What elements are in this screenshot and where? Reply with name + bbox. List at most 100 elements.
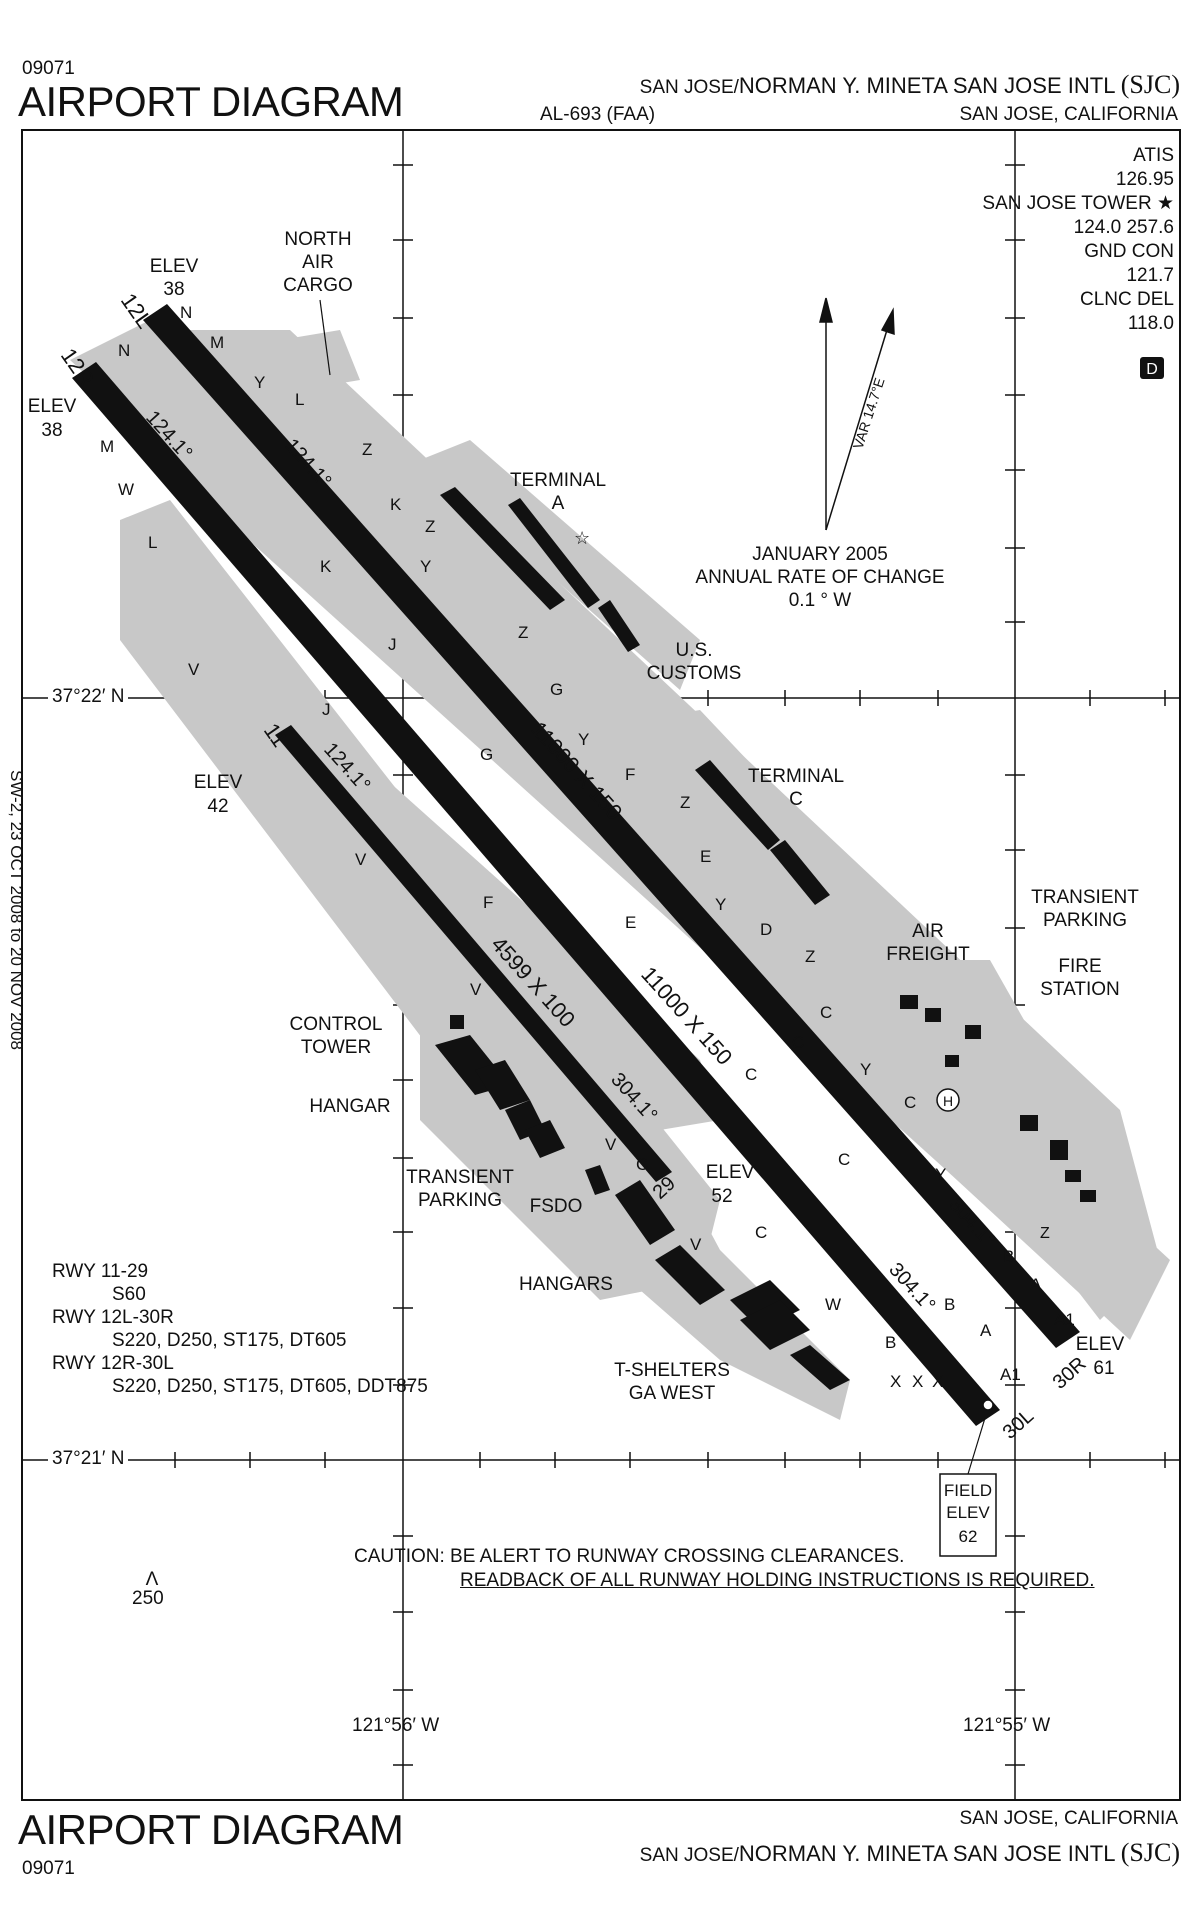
star-icon: ★ [1156, 193, 1174, 214]
elev-value-30R: 61 [1093, 1358, 1114, 1379]
caution-line-2: READBACK OF ALL RUNWAY HOLDING INSTRUCTI… [460, 1570, 1095, 1591]
field-elev-line2: ELEV [946, 1503, 990, 1522]
location: SAN JOSE, CALIFORNIA [959, 104, 1178, 125]
airspace-class-box [1140, 357, 1164, 379]
taxiway-X-1: X [890, 1372, 901, 1391]
airspace-class: D [1146, 361, 1158, 378]
north-air-cargo-3: CARGO [283, 275, 353, 296]
north-air-cargo-apron [280, 330, 360, 390]
taxiway-D-mid: C [792, 1033, 804, 1052]
field-elev-line1: FIELD [944, 1481, 992, 1500]
taxiway-A1-west: A1 [1000, 1365, 1021, 1384]
fire-station-building [945, 1055, 959, 1067]
taxiway-N-west: N [118, 341, 130, 360]
taxiway-Y-4: Y [715, 895, 726, 914]
taxiway-X-2: X [912, 1372, 923, 1391]
rwy-12L-30R: RWY 12L-30R [52, 1307, 174, 1328]
taxiway-F-east: E [700, 847, 711, 866]
clnc-freq: 118.0 [1127, 313, 1174, 334]
taxiway-M-east: M [210, 333, 224, 352]
procedure-number: 09071 [22, 58, 75, 79]
taxiway-A-mid: A [980, 1321, 992, 1340]
taxiway-M: M [100, 437, 114, 456]
customs-building [598, 600, 640, 652]
terminal-c-pier [770, 840, 830, 905]
taxiway-V-south: V [470, 980, 482, 999]
air-freight-building-2 [925, 1008, 941, 1022]
taxiway-Z-4: Z [680, 793, 690, 812]
hangar-building-2 [475, 1060, 530, 1110]
terminal-c-2: C [789, 789, 803, 810]
taxiway-D-west: C [636, 1155, 648, 1174]
taxiway-A1-east: A1 [1054, 1310, 1075, 1329]
taxiway-H-east: G [550, 680, 563, 699]
air-freight-1: AIR [912, 921, 944, 942]
transient-parking-building [965, 1025, 981, 1039]
taxiway-Z-north: Z [362, 440, 372, 459]
taxiway-Y-5: Y [860, 1060, 871, 1079]
taxiway-W: W [825, 1295, 841, 1314]
taxiway-V-4: V [690, 1235, 702, 1254]
variation-date: JANUARY 2005 [752, 544, 888, 565]
magnetic-north-arrowhead [880, 307, 895, 336]
taxiway-Y-6: Y [935, 1165, 946, 1184]
taxiway-C: C [755, 1223, 767, 1242]
taxiway-D-east: C [820, 1003, 832, 1022]
obstacle-icon: Λ [146, 1569, 159, 1590]
taxiway-B-west: B [885, 1333, 896, 1352]
taxiway-E: D [760, 920, 772, 939]
east-building-3 [1065, 1170, 1081, 1182]
taxiway-B-mid: B [944, 1295, 955, 1314]
field-elev-line3: 62 [959, 1527, 978, 1546]
runway-end-marker [982, 1399, 994, 1411]
runway-11-29 [275, 725, 672, 1182]
taxiway-J: J [388, 635, 397, 654]
lon-east-label: 121°55′ W [963, 1715, 1051, 1736]
taxiway-Y-north: Y [254, 373, 265, 392]
taxiway-J-west: J [322, 700, 331, 719]
taxiway-X-3: X [932, 1372, 943, 1391]
rwy-12L-30R-values: S220, D250, ST175, DT605 [112, 1330, 347, 1351]
east-building-1 [1020, 1115, 1038, 1131]
taxiway-D: C [745, 1065, 757, 1084]
taxiway-letters: N N M W L M Y L Z K K Z Y J J Z G G V V … [100, 303, 1075, 1391]
hangars-building-1 [615, 1180, 675, 1245]
footer-city-prefix: SAN JOSE/ [639, 1845, 739, 1866]
runway-12R-30L [72, 362, 1000, 1426]
rwy-11-29: RWY 11-29 [52, 1261, 149, 1282]
east-ga-apron [900, 960, 1160, 1320]
footer-location: SAN JOSE, CALIFORNIA [959, 1808, 1178, 1829]
hangar-label: HANGAR [309, 1096, 390, 1117]
transient-parking-west-1: TRANSIENT [406, 1167, 514, 1188]
variation-label: VAR 14.7°E [850, 376, 888, 451]
taxiway-L-east: L [295, 390, 304, 409]
fsdo-label: FSDO [530, 1196, 583, 1217]
north-air-cargo-1: NORTH [284, 229, 351, 250]
airport-id: (SJC) [1120, 70, 1180, 99]
hangars-label: HANGARS [519, 1274, 613, 1295]
lat-north-label: 37°22′ N [48, 686, 129, 708]
rwy-12R-30L-values: S220, D250, ST175, DT605, DDT875 [112, 1376, 428, 1397]
city-prefix: SAN JOSE/ [639, 77, 739, 98]
tower-label: SAN JOSE TOWER [982, 193, 1152, 214]
taxiway-W-north: W [118, 480, 134, 499]
fsdo-building [525, 1120, 565, 1158]
taxiway-H: G [480, 745, 493, 764]
airport-name: NORMAN Y. MINETA SAN JOSE INTL [738, 73, 1115, 98]
lon-west-label: 121°56′ W [352, 1715, 440, 1736]
taxiway-V-mid: V [355, 850, 367, 869]
chart-id: AL-693 (FAA) [540, 104, 656, 125]
variation-rate-label: ANNUAL RATE OF CHANGE [695, 567, 945, 588]
rwy-11-29-values: S60 [112, 1284, 146, 1305]
taxiway-N-east: N [180, 303, 192, 322]
elev-label-12R: ELEV [28, 396, 77, 417]
rwy-12R-30L: RWY 12R-30L [52, 1353, 174, 1374]
t-shelters-2 [740, 1300, 810, 1350]
gnd-freq: 121.7 [1126, 265, 1174, 286]
terminal-c-1: TERMINAL [748, 766, 844, 787]
us-customs-2: CUSTOMS [647, 663, 742, 684]
transient-parking-east-2: PARKING [1043, 910, 1127, 931]
taxiway-A-east: A [1030, 1275, 1042, 1294]
